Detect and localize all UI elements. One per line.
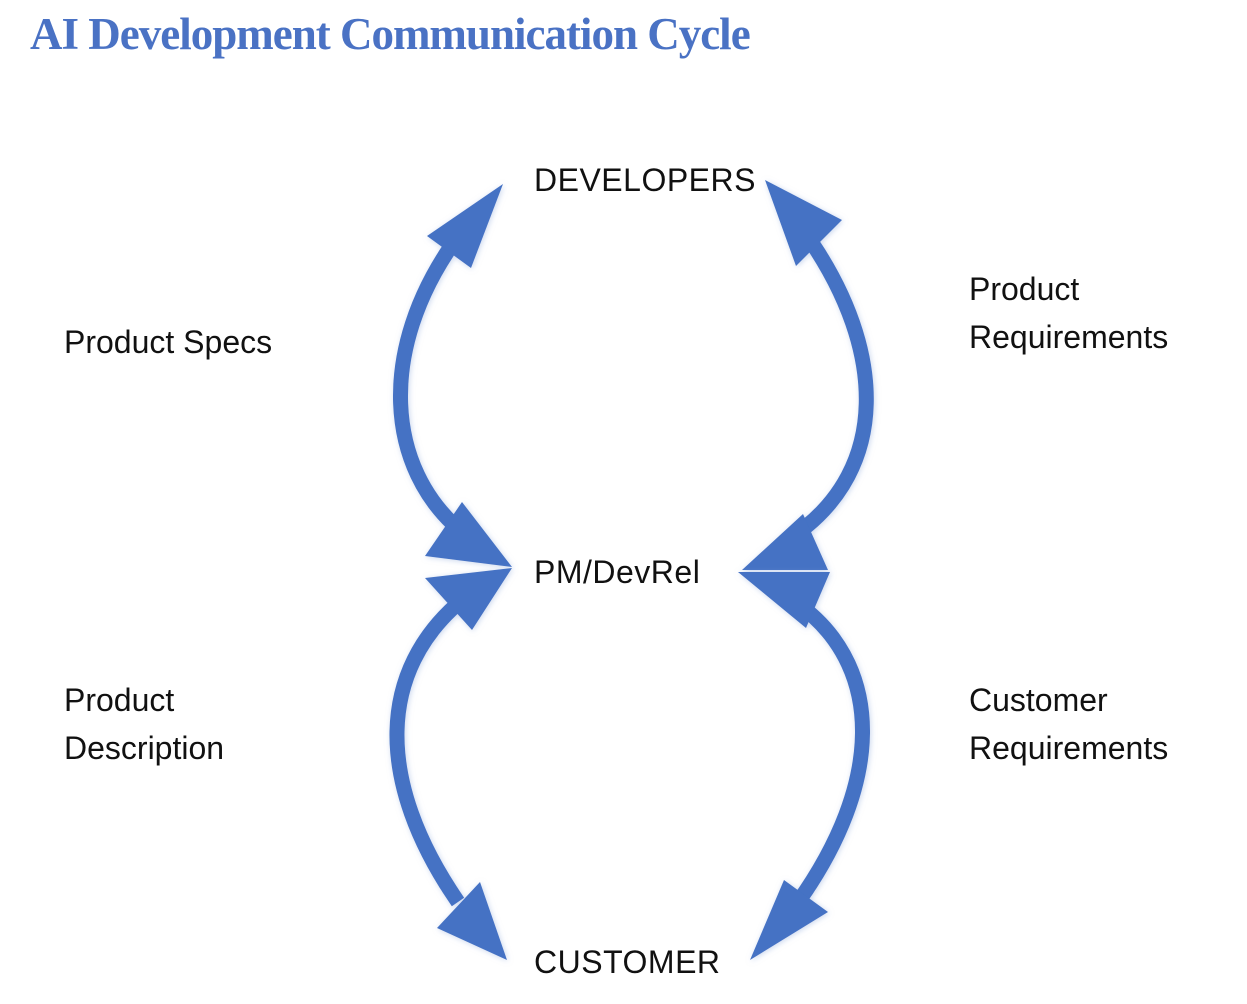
node-developers: DEVELOPERS <box>534 162 756 198</box>
node-pm-devrel: PM/DevRel <box>534 554 701 590</box>
arrow-customer-requirements <box>738 572 870 960</box>
label-customer-requirements: Customer Requirements <box>969 676 1168 772</box>
node-customer: CUSTOMER <box>534 944 721 980</box>
label-line: Requirements <box>969 319 1169 355</box>
label-product-specs: Product Specs <box>64 318 272 366</box>
arrow-product-description <box>389 568 512 960</box>
label-line: Customer <box>969 682 1108 718</box>
label-product-description: Product Description <box>64 676 224 772</box>
label-line: Product <box>969 271 1080 307</box>
label-line: Product <box>64 682 175 718</box>
page-title: AI Development Communication Cycle <box>30 9 751 59</box>
label-line: Description <box>64 730 225 766</box>
label-line: Requirements <box>969 730 1169 766</box>
label-product-requirements: Product Requirements <box>969 265 1168 361</box>
arrow-product-specs <box>392 184 512 567</box>
arrow-product-requirements <box>742 180 874 570</box>
label-line: Product Specs <box>64 324 273 360</box>
